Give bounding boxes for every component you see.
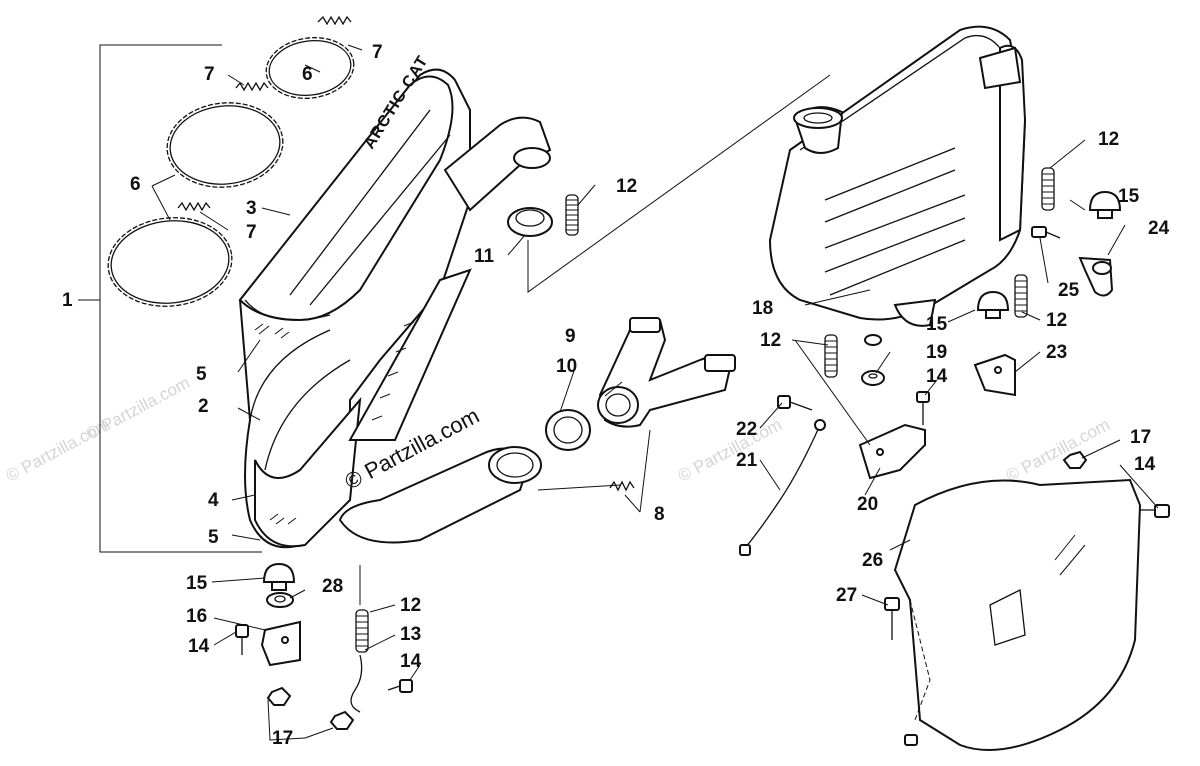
- callout-18: 18: [752, 298, 773, 319]
- spring-12-right-top: [1041, 167, 1055, 211]
- callout-6-middle: 6: [130, 174, 141, 195]
- callout-3: 3: [246, 198, 257, 219]
- rubber-mount-15-a: [1088, 190, 1122, 219]
- washer-28: [266, 592, 294, 608]
- callout-15-left: 15: [186, 573, 208, 594]
- callout-13: 13: [400, 624, 421, 645]
- silencer-box: [768, 25, 1027, 327]
- callout-12-bottom: 12: [400, 595, 421, 616]
- bracket-24: [1078, 256, 1114, 297]
- bolt-14-d: [387, 679, 413, 693]
- spring-12-bottom: [355, 609, 369, 653]
- bracket-20: [858, 423, 926, 480]
- rubber-mount-15-c: [262, 562, 296, 591]
- head-pipe-lower: [338, 446, 542, 544]
- watermark-left-2: © Partzilla.com: [83, 373, 193, 444]
- callout-16: 16: [186, 606, 207, 627]
- callout-17-right: 17: [1130, 427, 1151, 448]
- clamp-ring-middle: [166, 102, 284, 188]
- bolt-14-a: [916, 391, 930, 425]
- callout-5-upper: 5: [196, 364, 207, 385]
- callout-14-left: 14: [188, 636, 210, 657]
- callout-10: 10: [556, 356, 577, 377]
- callout-28: 28: [322, 576, 343, 597]
- watermark-middle: © Partzilla.com: [675, 415, 785, 486]
- nut-17-b: [266, 686, 292, 706]
- callout-7-lower: 7: [246, 222, 257, 243]
- head-pipe-upper: [443, 116, 552, 212]
- rubber-mount-15-b: [976, 290, 1010, 319]
- spring-12-top: [565, 194, 579, 236]
- muffler-assembly: ARCTIC CAT: [238, 53, 471, 549]
- callout-25: 25: [1058, 280, 1080, 301]
- spring-7-middle: [235, 81, 269, 92]
- clamp-ring-lower: [107, 217, 233, 307]
- callout-4: 4: [208, 490, 219, 511]
- bolt-14-b: [1140, 504, 1170, 518]
- nut-17-c: [329, 710, 355, 730]
- callout-7-middle: 7: [204, 64, 215, 85]
- y-pipe-9: [597, 317, 736, 428]
- spring-12-right-mid: [1014, 274, 1028, 318]
- callout-15-middle: 15: [926, 314, 948, 335]
- callout-8: 8: [654, 504, 665, 525]
- nut-17-a: [1062, 450, 1088, 469]
- clamp-ring-small: [265, 37, 355, 99]
- callout-19: 19: [926, 342, 947, 363]
- callout-7-top: 7: [372, 42, 383, 63]
- spring-8: [609, 480, 635, 492]
- bracket-16: [260, 620, 301, 667]
- callout-9: 9: [565, 326, 576, 347]
- callout-24: 24: [1148, 218, 1170, 239]
- ground-wire-21: [739, 419, 826, 556]
- callout-12-left: 12: [760, 330, 781, 351]
- callout-21: 21: [736, 450, 758, 471]
- bolt-25: [1031, 226, 1061, 239]
- callout-14-shield: 14: [1134, 454, 1156, 475]
- heat-shield-26: [893, 478, 1142, 751]
- heat-shield-strip: [348, 268, 472, 441]
- leader-lines: [151, 44, 1159, 741]
- callout-15-right: 15: [1118, 186, 1140, 207]
- grommet-11: [507, 207, 553, 237]
- callout-20: 20: [857, 494, 878, 515]
- callout-1: 1: [62, 290, 73, 311]
- callout-12-right-mid: 12: [1046, 310, 1067, 331]
- callout-22: 22: [736, 419, 757, 440]
- callout-14-right: 14: [926, 366, 948, 387]
- callout-12-right-top: 12: [1098, 129, 1119, 150]
- spring-7-top: [317, 15, 352, 26]
- callout-numbers: 1 2 3 4 5 5 6 6 7 7 7 8 9 10 11 12 12 12…: [62, 42, 1170, 749]
- washer-small: [864, 334, 882, 346]
- gasket-10: [545, 409, 591, 451]
- spring-12-left-right-assembly: [824, 334, 838, 378]
- washer-19: [861, 370, 885, 386]
- callout-11: 11: [474, 246, 495, 267]
- callout-26: 26: [862, 550, 883, 571]
- callout-12-top: 12: [616, 176, 637, 197]
- callout-14-bottom: 14: [400, 651, 422, 672]
- bracket-23: [973, 353, 1016, 397]
- alignment-line: [527, 74, 831, 293]
- callout-23: 23: [1046, 342, 1067, 363]
- watermark-right: © Partzilla.com: [1003, 415, 1113, 486]
- callout-2: 2: [198, 396, 209, 417]
- group-bracket: [78, 44, 262, 553]
- bolt-22: [777, 395, 813, 411]
- callout-27: 27: [836, 585, 857, 606]
- spring-7-lower: [177, 201, 211, 212]
- bolt-14-c: [235, 624, 249, 655]
- hook-13: [350, 654, 363, 713]
- callout-6-top: 6: [302, 64, 313, 85]
- callout-17-left: 17: [272, 728, 293, 749]
- callout-5-lower: 5: [208, 527, 219, 548]
